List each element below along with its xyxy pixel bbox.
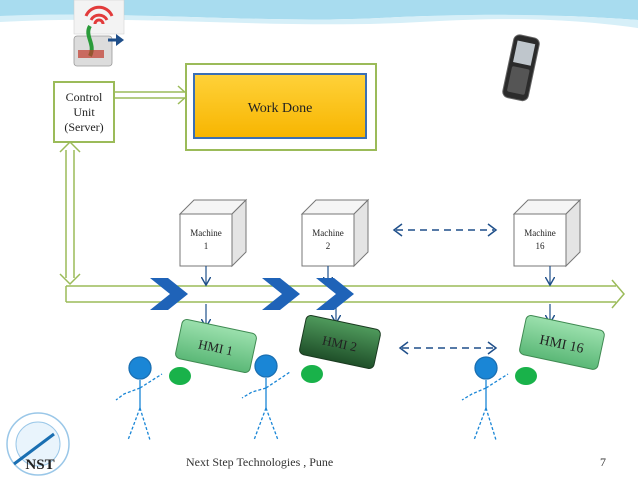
card-reader-icon [73,24,124,67]
nst-logo: NST [6,412,70,476]
hmi-1: HMI 1 [175,318,257,374]
machine-16-line2: 16 [536,241,546,251]
mobile-phone-icon [502,34,540,102]
hmi-1-label: HMI 1 [197,336,234,358]
hmi-2-label: HMI 2 [321,332,358,354]
hmi-2: HMI 2 [299,314,381,370]
ellipsis-arrow-hmis [398,341,498,355]
work-done-box [193,73,367,139]
control-unit-line1: Control [66,90,103,104]
machine-1-line2: 1 [204,241,209,251]
page-number: 7 [600,455,606,469]
control-unit: Control Unit (Server) [53,81,115,143]
machine-16-line1: Machine [524,228,556,238]
control-unit-line3: (Server) [64,120,103,134]
footer-company: Next Step Technologies , Pune [186,455,334,469]
work-done-label: Work Done [248,101,313,116]
control-unit-line2: Unit [73,105,95,119]
machine-2-line1: Machine [312,228,344,238]
green-ball-icons [169,365,537,385]
machine-bus-links [206,266,550,326]
ellipsis-arrow-machines [392,223,498,237]
machine-1: Machine 1 [178,198,248,268]
vertical-link [59,140,81,286]
machine-16: Machine 16 [512,198,582,268]
nst-logo-abbr: NST [25,457,54,473]
wifi-icon [73,0,125,35]
hmi-16: HMI 16 [519,314,605,370]
work-done-frame: Work Done [185,63,377,151]
person-icon [115,354,509,441]
top-ribbon [0,0,638,28]
machine-2: Machine 2 [300,198,370,268]
chevron-arrow-icon [150,278,354,310]
control-to-workdone-arrow [114,85,190,105]
machine-1-line1: Machine [190,228,222,238]
machine-2-line2: 2 [326,241,331,251]
